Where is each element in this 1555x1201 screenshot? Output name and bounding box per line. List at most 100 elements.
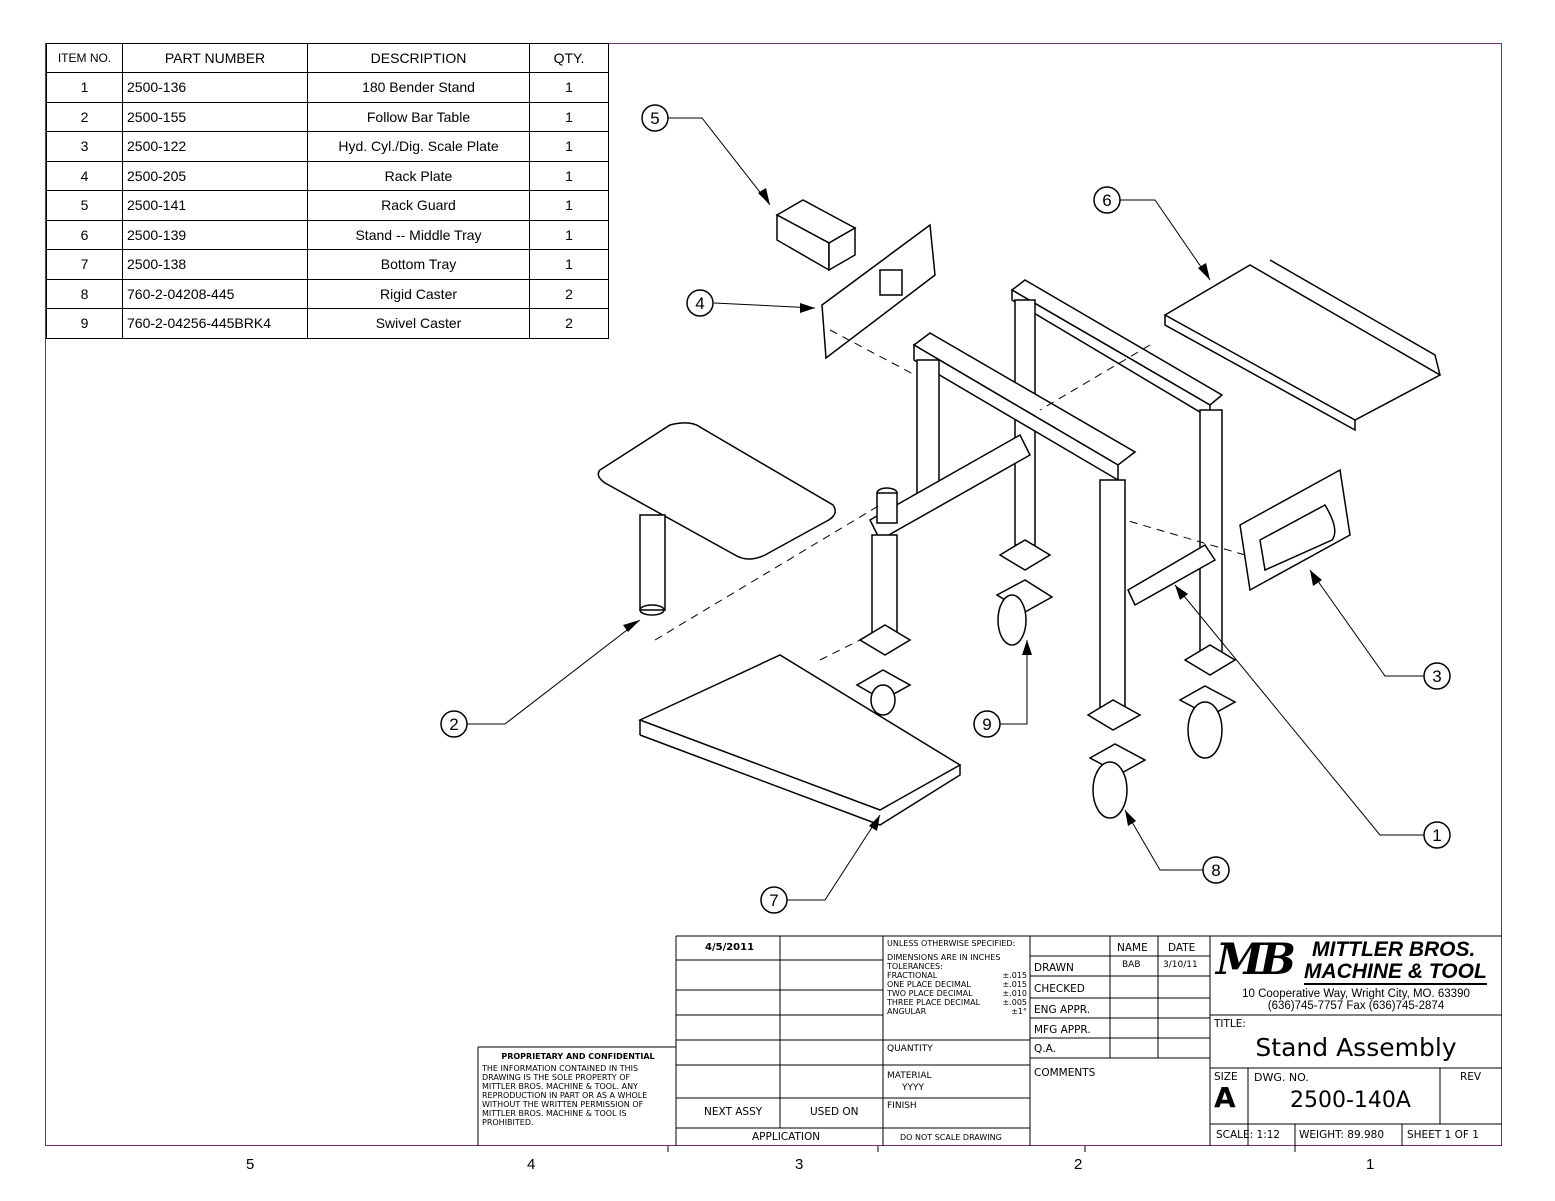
bom-description: Rack Plate xyxy=(307,160,530,191)
svg-text:4: 4 xyxy=(695,294,704,313)
drawing-title: Stand Assembly xyxy=(1255,1033,1457,1062)
rev-label: REV xyxy=(1460,1071,1482,1083)
caster-9b xyxy=(855,669,912,716)
bom-description: Rack Guard xyxy=(307,190,530,221)
size-label: SIZE xyxy=(1214,1071,1238,1083)
balloon-9: 9 xyxy=(973,710,1001,738)
caster-8b xyxy=(1178,685,1237,759)
drawn-name: BAB xyxy=(1122,960,1141,970)
company-name-line1: MITTLER BROS. xyxy=(1312,938,1476,961)
material-value: YYYY xyxy=(902,1083,924,1093)
title-label: TITLE: xyxy=(1214,1018,1246,1030)
tolerance-spec: UNLESS OTHERWISE SPECIFIED: DIMENSIONS A… xyxy=(887,939,1027,1016)
used-on-label: USED ON xyxy=(810,1106,859,1118)
tolerance-value: ±.010 xyxy=(1002,989,1027,998)
dwg-no-label: DWG. NO. xyxy=(1254,1071,1309,1084)
bom-description: Bottom Tray xyxy=(307,249,530,280)
tolerance-value: ±1° xyxy=(1011,1007,1027,1016)
proprietary-line: PROHIBITED. xyxy=(482,1118,534,1127)
checked-label: CHECKED xyxy=(1034,983,1085,995)
scale-plate xyxy=(1239,468,1351,592)
finish-label: FINISH xyxy=(887,1101,917,1111)
zone-4: 4 xyxy=(527,1156,536,1173)
bom-header-row: ITEM NO. PART NUMBER DESCRIPTION QTY. xyxy=(46,43,609,73)
balloon-4: 4 xyxy=(686,289,714,317)
middle-tray xyxy=(1163,259,1442,432)
balloon-8: 8 xyxy=(1202,856,1230,884)
company-name-line2: MACHINE & TOOL xyxy=(1304,960,1487,985)
name-header: NAME xyxy=(1117,942,1148,954)
material-label: MATERIAL xyxy=(887,1071,932,1081)
scale: SCALE: 1:12 xyxy=(1216,1129,1281,1141)
proprietary-line: MITTLER BROS. MACHINE & TOOL IS xyxy=(482,1109,627,1118)
svg-text:7: 7 xyxy=(769,891,778,910)
balloon-7: 7 xyxy=(760,886,788,914)
drawing-number: 2500-140A xyxy=(1290,1088,1411,1113)
caster-8a xyxy=(1088,743,1147,819)
proprietary-line: MITTLER BROS. MACHINE & TOOL. ANY xyxy=(482,1082,638,1091)
tolerance-label: FRACTIONAL xyxy=(887,971,938,980)
tolerance-row: THREE PLACE DECIMAL±.005 xyxy=(887,998,1027,1007)
next-assy-label: NEXT ASSY xyxy=(704,1106,763,1118)
tolerance-row: ANGULAR±1° xyxy=(887,1007,1027,1016)
bom-item-no: 9 xyxy=(46,308,123,339)
tolerance-value: ±.015 xyxy=(1002,971,1027,980)
balloon-5: 5 xyxy=(641,104,669,132)
tolerance-row: ONE PLACE DECIMAL±.015 xyxy=(887,980,1027,989)
svg-text:2: 2 xyxy=(449,715,458,734)
bom-item-no: 1 xyxy=(46,72,123,103)
drawing-border xyxy=(45,43,1502,1146)
company-address: 10 Cooperative Way, Wright City, MO. 633… xyxy=(1242,988,1470,1000)
bom-part-number: 2500-138 xyxy=(122,249,308,280)
date-header: DATE xyxy=(1168,942,1196,954)
svg-text:5: 5 xyxy=(650,109,659,128)
balloon-3: 3 xyxy=(1423,662,1451,690)
rack-plate xyxy=(821,223,936,360)
bom-description: Hyd. Cyl./Dig. Scale Plate xyxy=(307,131,530,162)
company-logo: MB xyxy=(1216,935,1296,985)
bom-item-no: 4 xyxy=(46,160,123,191)
leader-arrowheads xyxy=(623,188,1322,831)
bom-part-number: 760-2-04256-445BRK4 xyxy=(122,308,308,339)
bom-item-no: 5 xyxy=(46,190,123,221)
stand-frame xyxy=(858,279,1237,731)
balloon-1: 1 xyxy=(1423,821,1451,849)
proprietary-line: DRAWING IS THE SOLE PROPERTY OF xyxy=(482,1073,631,1082)
no-scale-note: DO NOT SCALE DRAWING xyxy=(900,1133,1002,1142)
bom-qty: 1 xyxy=(529,190,609,221)
rack-guard xyxy=(775,199,857,272)
caster-9a xyxy=(995,579,1054,646)
eng-appr-label: ENG APPR. xyxy=(1034,1004,1091,1016)
bom-qty: 1 xyxy=(529,131,609,162)
proprietary-title: PROPRIETARY AND CONFIDENTIAL xyxy=(501,1052,655,1061)
weight: WEIGHT: 89.980 xyxy=(1299,1129,1385,1141)
svg-text:8: 8 xyxy=(1211,861,1220,880)
proprietary-line: REPRODUCTION IN PART OR AS A WHOLE xyxy=(482,1091,648,1100)
tolerance-label: TWO PLACE DECIMAL xyxy=(887,989,973,998)
mfg-appr-label: MFG APPR. xyxy=(1034,1024,1091,1036)
company-phone: (636)745-7757 Fax (636)745-2874 xyxy=(1267,1000,1445,1012)
revision-date: 4/5/2011 xyxy=(705,942,755,953)
bom-item-no: 3 xyxy=(46,131,123,162)
sheet-number: SHEET 1 OF 1 xyxy=(1407,1129,1479,1141)
bom-qty: 2 xyxy=(529,308,609,339)
proprietary-line: WITHOUT THE WRITTEN PERMISSION OF xyxy=(482,1100,644,1109)
drawn-label: DRAWN xyxy=(1034,962,1074,974)
leader-lines xyxy=(467,117,1424,901)
sheet-size: A xyxy=(1214,1081,1236,1114)
application-label: APPLICATION xyxy=(752,1131,821,1143)
bottom-tray xyxy=(638,654,962,826)
tolerance-row: FRACTIONAL ±.015 xyxy=(887,971,1027,980)
tolerance-row: TWO PLACE DECIMAL ±.010 xyxy=(887,989,1027,998)
bom-qty: 1 xyxy=(529,160,609,191)
assembly-lines xyxy=(654,329,1246,661)
tolerance-label: THREE PLACE DECIMAL xyxy=(887,998,981,1007)
zone-1: 1 xyxy=(1366,1156,1375,1173)
bom-description: Swivel Caster xyxy=(307,308,530,339)
